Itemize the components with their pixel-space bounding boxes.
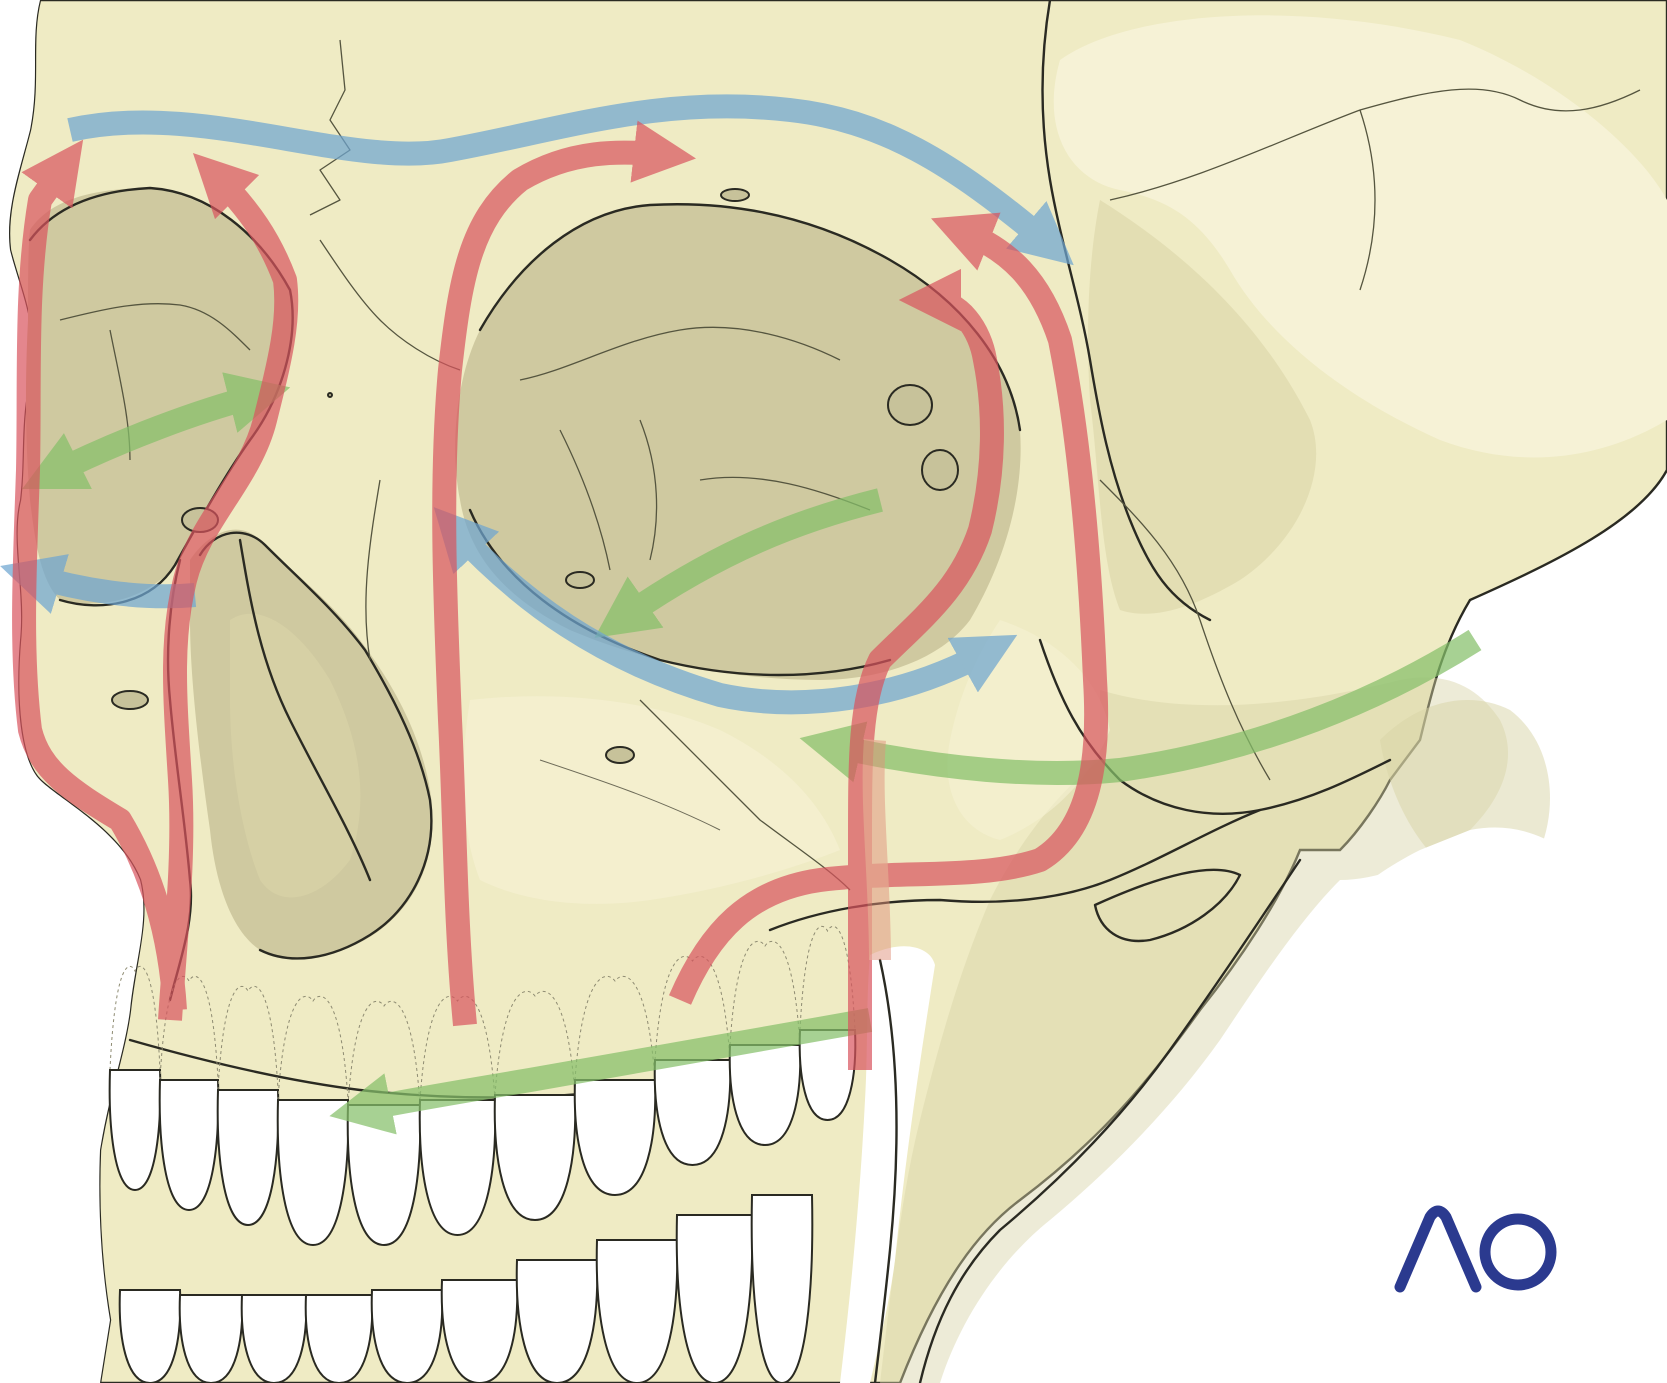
tooth-root: [574, 975, 656, 1081]
tooth-root: [347, 1000, 421, 1106]
upper-tooth: [493, 1094, 577, 1222]
upper-tooth: [346, 1104, 422, 1247]
tooth-root: [109, 965, 161, 1071]
tooth-root: [729, 940, 801, 1046]
upper-tooth: [418, 1099, 497, 1237]
ao-logo-icon: AO: [1390, 1205, 1557, 1293]
tooth-root: [217, 985, 279, 1091]
upper-tooth: [573, 1079, 657, 1197]
upper-tooth: [276, 1099, 350, 1247]
tooth-root: [799, 925, 856, 1031]
upper-tooth: [653, 1059, 732, 1167]
tooth-root: [494, 990, 576, 1096]
vertical-buttresses-icon: [12, 120, 1109, 1070]
teeth-icon: [108, 925, 857, 1383]
tooth-root: [277, 995, 349, 1101]
ao-logo-text: AO: [1390, 1205, 1392, 1206]
upper-tooth: [728, 1044, 802, 1147]
